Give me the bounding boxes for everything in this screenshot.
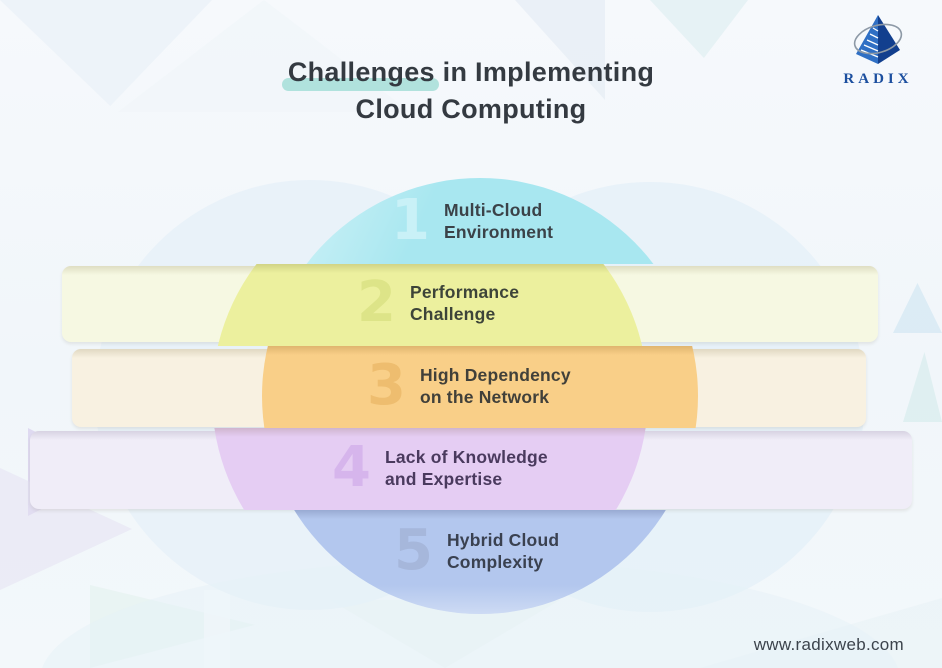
center-circle-even <box>212 178 648 614</box>
band-row-4: 4 Lack of Knowledge and Expertise <box>332 438 548 498</box>
page-title: Challenges in Implementing Cloud Computi… <box>0 54 942 128</box>
band-4-label: Lack of Knowledge and Expertise <box>385 446 548 490</box>
band-1-label-line2: Environment <box>443 222 554 242</box>
band-1-label: Multi-Cloud Environment <box>444 199 553 243</box>
band-3-label-line2: on the Network <box>419 387 550 407</box>
decor-triangle <box>903 352 942 422</box>
band-4-label-line2: and Expertise <box>384 469 503 489</box>
band-row-2: 2 Performance Challenge <box>357 273 519 333</box>
title-line-1: Challenges in Implementing <box>0 54 942 91</box>
band-2-label-line1: Performance <box>409 282 520 302</box>
band-4-number: 4 <box>332 435 371 500</box>
band-5-number: 5 <box>394 518 433 583</box>
center-circle-odd <box>262 178 698 614</box>
band-5-label-line1: Hybrid Cloud <box>446 530 560 550</box>
band-row-3: 3 High Dependency on the Network <box>367 356 571 416</box>
band-row-5: 5 Hybrid Cloud Complexity <box>394 521 559 581</box>
website-url: www.radixweb.com <box>753 635 904 654</box>
radix-logo: RADIX <box>832 12 924 88</box>
band-3-number: 3 <box>367 353 406 418</box>
radix-pyramid-icon <box>853 15 903 64</box>
band-2-number: 2 <box>357 270 396 335</box>
band-5-label-line2: Complexity <box>446 552 544 572</box>
decor-triangle <box>650 0 748 58</box>
band-2-segment <box>212 264 648 346</box>
band-2-label: Performance Challenge <box>410 281 519 325</box>
band-1-number: 1 <box>391 188 430 253</box>
band-4-label-line1: Lack of Knowledge <box>384 447 548 467</box>
band-row-1: 1 Multi-Cloud Environment <box>391 191 553 251</box>
band-2-label-line2: Challenge <box>409 304 496 324</box>
band-1-label-line1: Multi-Cloud <box>443 200 543 220</box>
decor-triangle <box>893 283 942 333</box>
band-1-segment <box>262 178 698 264</box>
band-3-label-line1: High Dependency <box>419 365 571 385</box>
radix-logo-text: RADIX <box>843 71 913 87</box>
title-highlight: Challenges <box>281 54 439 91</box>
band-3-segment <box>262 346 698 428</box>
title-line-2: Cloud Computing <box>355 94 587 124</box>
band-5-label: Hybrid Cloud Complexity <box>447 529 559 573</box>
band-3-label: High Dependency on the Network <box>420 364 571 408</box>
band-5-segment <box>262 510 698 614</box>
band-4-segment <box>212 428 648 510</box>
title-rest: in Implementing <box>434 57 655 87</box>
